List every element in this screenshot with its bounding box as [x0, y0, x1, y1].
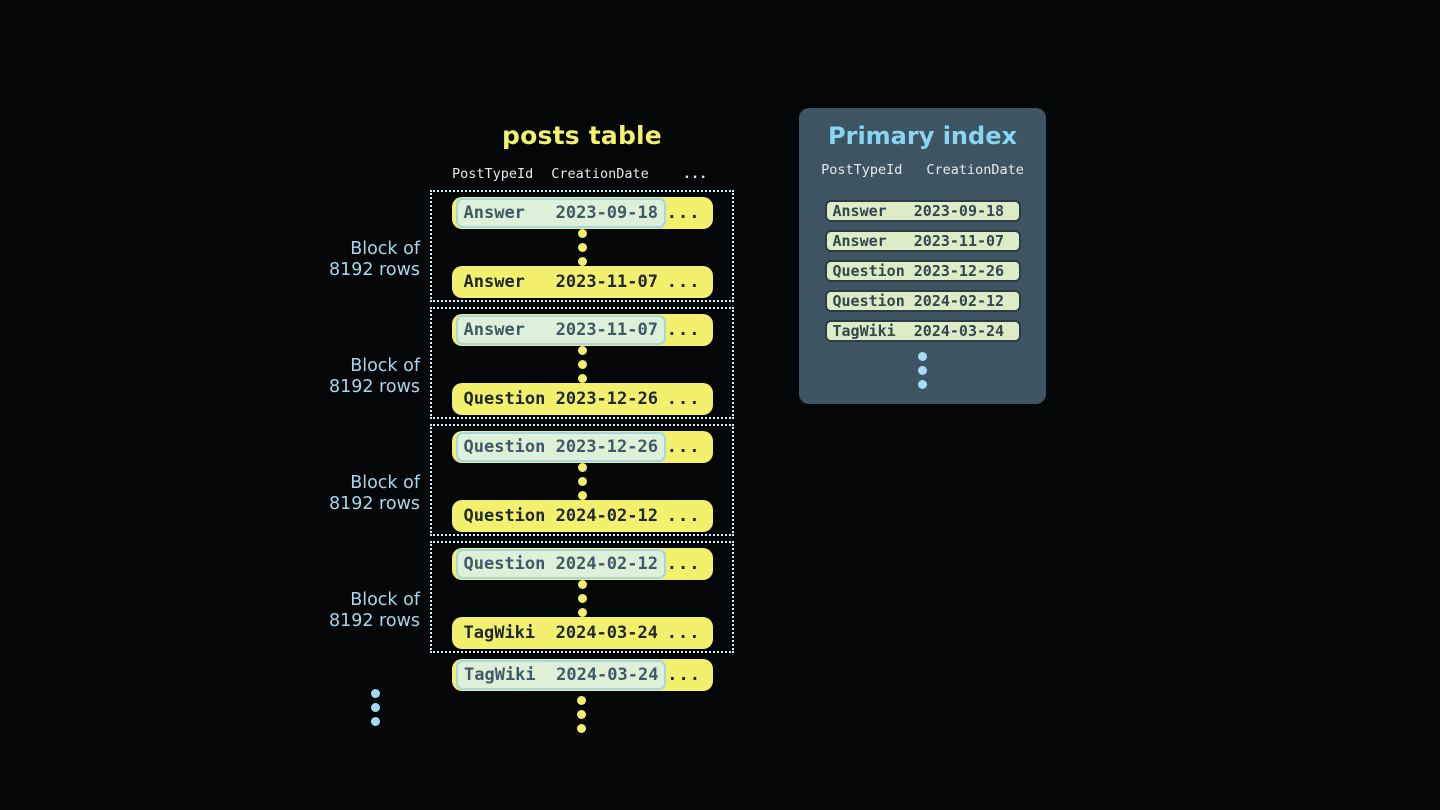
block-label: Block of 8192 rows: [295, 356, 420, 398]
row-posttype: Question: [463, 554, 546, 574]
index-row: Answer 2023-09-18: [824, 200, 1021, 222]
row-highlight-pill: Answer 2023-09-18: [455, 198, 666, 228]
posts-table-headers: PostTypeId CreationDate ...: [452, 166, 707, 182]
block-label-line1: Block of: [350, 590, 420, 610]
row-highlight-pill: Question 2024-02-12: [455, 549, 666, 579]
ellipsis-dots: [577, 229, 587, 266]
row-ellipsis: ...: [666, 554, 701, 574]
index-row: TagWiki 2024-03-24: [824, 320, 1021, 342]
index-posttype: Answer: [832, 202, 887, 220]
block-4: Question 2024-02-12 ... TagWiki 2024-03-…: [430, 541, 734, 653]
block-label: Block of 8192 rows: [295, 239, 420, 281]
row-pill: TagWiki 2024-03-24: [456, 618, 666, 648]
header-ellipsis: ...: [682, 166, 708, 182]
row-posttype: Answer: [463, 203, 525, 223]
primary-index-panel: Primary index PostTypeId CreationDate An…: [799, 108, 1046, 404]
block-1-last-row: Answer 2023-11-07 ...: [451, 266, 713, 298]
ellipsis-dots: [577, 463, 587, 500]
row-highlight-pill: Answer 2023-11-07: [455, 315, 666, 345]
block-1: Answer 2023-09-18 ... Answer 2023-11-07 …: [430, 190, 734, 302]
row-pill: Question 2024-02-12: [456, 501, 666, 531]
row-ellipsis: ...: [666, 389, 701, 409]
row-posttype: Answer: [463, 320, 525, 340]
index-date: 2023-11-07: [913, 232, 1005, 250]
index-date: 2024-03-24: [913, 322, 1005, 340]
primary-index-rows: Answer 2023-09-18 Answer 2023-11-07 Ques…: [824, 200, 1021, 342]
ellipsis-dots: [577, 580, 587, 617]
block-label-line2: 8192 rows: [328, 260, 420, 280]
row-posttype: Question: [463, 389, 546, 409]
block-2-last-row: Question 2023-12-26 ...: [451, 383, 713, 415]
block-label-line1: Block of: [350, 356, 420, 376]
index-row: Question 2023-12-26: [824, 260, 1021, 282]
block-2-first-row: Answer 2023-11-07 ...: [451, 314, 713, 346]
block-label-line2: 8192 rows: [328, 494, 420, 514]
index-date: 2023-09-18: [913, 202, 1005, 220]
row-date: 2023-11-07: [555, 320, 658, 340]
index-row: Question 2024-02-12: [824, 290, 1021, 312]
row-pill: Answer 2023-11-07: [456, 267, 666, 297]
row-posttype: TagWiki: [464, 665, 536, 685]
next-block-first-row: TagWiki 2024-03-24 ...: [452, 659, 713, 691]
row-ellipsis: ...: [666, 320, 701, 340]
block-3: Question 2023-12-26 ... Question 2024-02…: [430, 424, 734, 536]
row-ellipsis: ...: [666, 437, 701, 457]
row-date: 2023-11-07: [555, 272, 658, 292]
block-label-line1: Block of: [350, 239, 420, 259]
block-3-last-row: Question 2024-02-12 ...: [451, 500, 713, 532]
block-4-last-row: TagWiki 2024-03-24 ...: [451, 617, 713, 649]
primary-index-title: Primary index: [828, 122, 1017, 150]
row-date: 2023-12-26: [555, 437, 658, 457]
row-date: 2024-02-12: [555, 554, 658, 574]
row-date: 2024-02-12: [555, 506, 658, 526]
row-date: 2024-03-24: [556, 665, 659, 685]
row-ellipsis: ...: [666, 203, 701, 223]
row-posttype: TagWiki: [463, 623, 536, 643]
index-date: 2023-12-26: [913, 262, 1005, 280]
block-4-first-row: Question 2024-02-12 ...: [451, 548, 713, 580]
row-ellipsis: ...: [666, 272, 701, 292]
block-2: Answer 2023-11-07 ... Question 2023-12-2…: [430, 307, 734, 419]
block-1-first-row: Answer 2023-09-18 ...: [451, 197, 713, 229]
row-highlight-pill: Question 2023-12-26: [455, 432, 666, 462]
row-ellipsis: ...: [666, 623, 701, 643]
posts-table-title: posts table: [502, 121, 662, 150]
more-rows-dots: [577, 696, 586, 733]
header-creationdate: CreationDate: [926, 162, 1024, 178]
ellipsis-dots: [577, 346, 587, 383]
row-posttype: Question: [463, 437, 546, 457]
block-label: Block of 8192 rows: [295, 473, 420, 515]
row-posttype: Question: [463, 506, 546, 526]
row-date: 2023-09-18: [555, 203, 658, 223]
index-posttype: Question: [832, 292, 905, 310]
index-row: Answer 2023-11-07: [824, 230, 1021, 252]
index-posttype: TagWiki: [832, 322, 896, 340]
block-label: Block of 8192 rows: [295, 590, 420, 632]
row-highlight-pill: TagWiki 2024-03-24: [456, 660, 667, 690]
row-posttype: Answer: [463, 272, 525, 292]
row-ellipsis: ...: [666, 506, 701, 526]
row-date: 2024-03-24: [555, 623, 658, 643]
index-posttype: Answer: [832, 232, 887, 250]
primary-index-headers: PostTypeId CreationDate: [821, 162, 1024, 178]
more-blocks-dots: [371, 689, 380, 726]
posts-table-blocks: Answer 2023-09-18 ... Answer 2023-11-07 …: [430, 190, 734, 658]
more-index-entries-dots: [918, 352, 927, 389]
header-posttypeid: PostTypeId: [821, 162, 903, 178]
block-label-line2: 8192 rows: [328, 377, 420, 397]
block-label-line2: 8192 rows: [328, 611, 420, 631]
index-date: 2024-02-12: [913, 292, 1005, 310]
row-date: 2023-12-26: [555, 389, 658, 409]
header-creationdate: CreationDate: [551, 166, 649, 182]
block-3-first-row: Question 2023-12-26 ...: [451, 431, 713, 463]
header-posttypeid: PostTypeId: [452, 166, 534, 182]
row-ellipsis: ...: [667, 665, 701, 685]
row-pill: Question 2023-12-26: [456, 384, 666, 414]
block-label-line1: Block of: [350, 473, 420, 493]
index-posttype: Question: [832, 262, 905, 280]
